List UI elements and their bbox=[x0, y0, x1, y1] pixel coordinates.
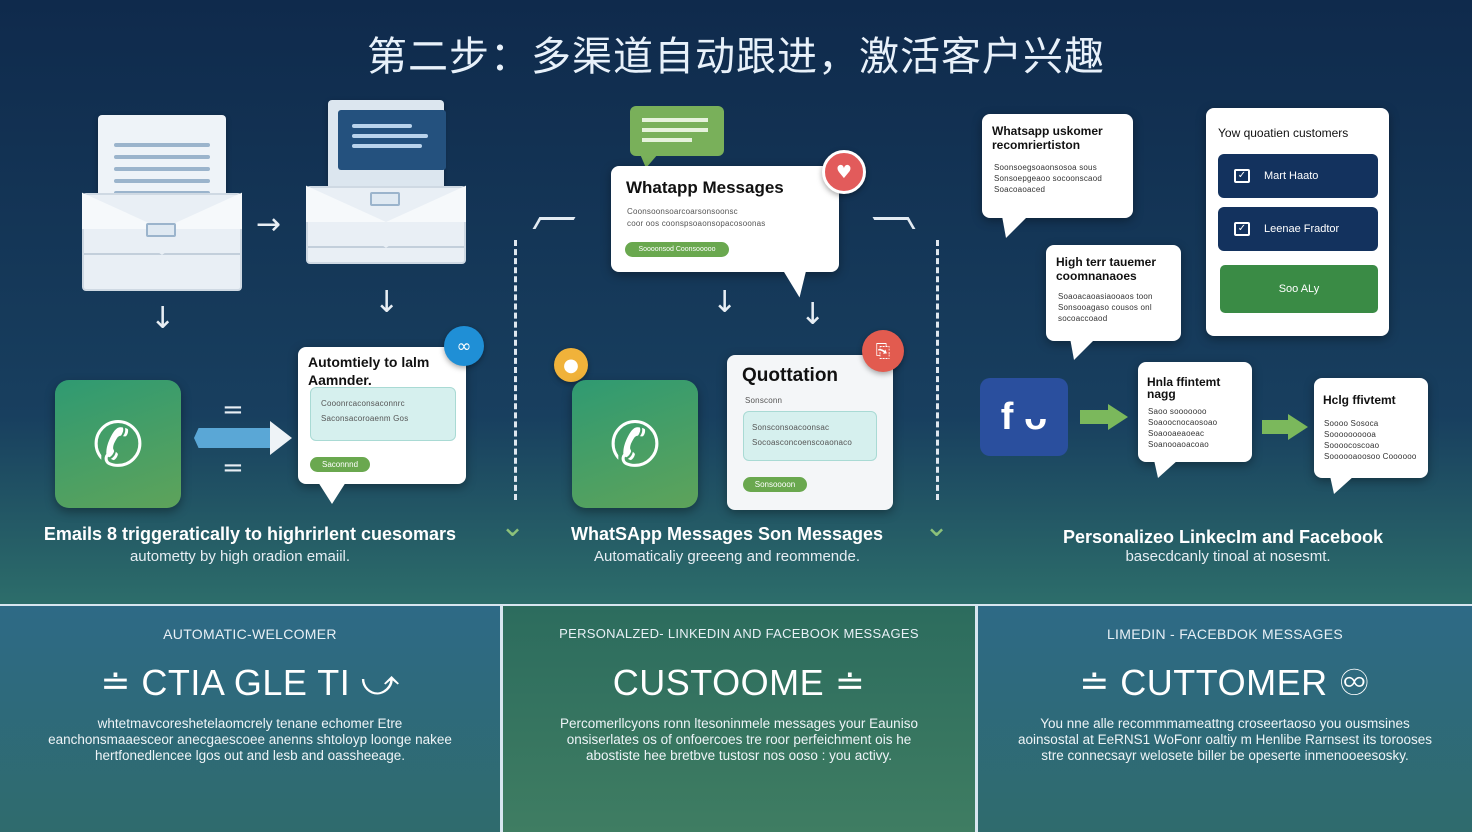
intent-card: Hnla ffintemt nagg Saoo sooooooo Soaoocn… bbox=[1138, 362, 1252, 462]
document-badge-icon: ⎘ bbox=[862, 330, 904, 372]
arrow-right-icon bbox=[1080, 410, 1110, 424]
equals-icon: = bbox=[222, 395, 244, 425]
bracket-corner bbox=[872, 217, 916, 229]
bubble-tail bbox=[1330, 476, 1354, 494]
chat-badge-icon: ● bbox=[554, 348, 588, 382]
panel-heading: LIMEDIN - FACEBDOK MESSAGES bbox=[1106, 626, 1344, 642]
equals-icon: = bbox=[222, 453, 244, 483]
apply-button[interactable]: Soo ALy bbox=[1220, 265, 1378, 313]
email-subcaption: autometty by high oradion emaiil. bbox=[129, 548, 351, 565]
panel-divider bbox=[975, 604, 978, 832]
panel-big-label: ≐ CTIA GLE TI ⤻ bbox=[100, 662, 400, 703]
high-intent-bubble: High terr tauemer coomnanaoes Soaoacaoas… bbox=[1046, 245, 1181, 341]
email-caption: Emails 8 triggeratically to highrirlent … bbox=[43, 524, 457, 544]
page-title: 第二步：多渠道自动跟进，激活客户兴趣 bbox=[367, 34, 1105, 80]
arrow-head-icon bbox=[1108, 404, 1128, 430]
panel-big-label: ≐ CUTTOMER ♾ bbox=[1079, 662, 1371, 703]
phone-icon: ✆ bbox=[609, 407, 661, 481]
link-badge-icon: ∞ bbox=[444, 326, 484, 366]
whatsapp-bubble: Whatapp Messages Coonsoonsoarcoarsonsoon… bbox=[611, 166, 839, 272]
facebook-icon: f ᴗ bbox=[980, 378, 1068, 456]
divider-dashed bbox=[514, 240, 517, 500]
panel-description: whtetmavcoreshetelaomcrely tenane echome… bbox=[48, 716, 452, 763]
recommendation-bubble: Whatsapp uskomer recomriertiston Soonsoe… bbox=[982, 114, 1133, 218]
option-checkbox-row[interactable]: ✓ Leenae Fradtor bbox=[1218, 207, 1378, 251]
panel-description: You nne alle recommmameattng croseertaos… bbox=[1018, 716, 1432, 763]
divider-dashed bbox=[936, 240, 939, 500]
chevron-down-icon: ⌄ bbox=[500, 509, 526, 544]
quotation-card: Quottation Sonsconn Sonsconsoacoonsac So… bbox=[727, 355, 893, 510]
whatsapp-action-button[interactable]: Soooonsod Coonsooooo bbox=[625, 242, 729, 257]
email-envelope-icon bbox=[82, 115, 242, 291]
email-send-button[interactable]: Saconnnd bbox=[310, 457, 370, 472]
panel-description: Percomerllcyons ronn ltesoninmele messag… bbox=[560, 716, 918, 763]
phone-tile: ✆ bbox=[572, 380, 698, 508]
feature-panel-welcome: AUTOMATIC-WELCOMER ≐ CTIA GLE TI ⤻ whtet… bbox=[0, 604, 500, 832]
arrow-down-icon: ↓ bbox=[712, 285, 738, 320]
bubble-tail bbox=[1002, 216, 1028, 238]
arrow-head-icon bbox=[270, 421, 292, 455]
panel-heading: AUTOMATIC-WELCOMER bbox=[163, 626, 337, 642]
arrow-down-icon: ↓ bbox=[800, 297, 826, 332]
heart-badge-icon: ♥ bbox=[822, 150, 866, 194]
arrow-down-icon: ↓ bbox=[374, 285, 400, 320]
chat-bubble-icon bbox=[630, 106, 724, 168]
email-open-envelope-icon bbox=[306, 100, 466, 276]
arrow-right-icon: → bbox=[256, 207, 282, 242]
whatsapp-subcaption: Automaticaliy greeeng and reommende. bbox=[594, 548, 860, 565]
intent-card: Hclg ffivtemt Soooo Sosoca Soooooooooa S… bbox=[1314, 378, 1428, 478]
quotation-preview-box: Sonsconsoacoonsac Socoasconcoenscoaonaco bbox=[743, 411, 877, 461]
panel-heading: PERSONALZED- LINKEDIN AND FACEBOOK MESSA… bbox=[559, 626, 919, 641]
panel-big-label: CUSTOOME ≐ bbox=[612, 662, 866, 703]
arrow-head-icon bbox=[1288, 414, 1308, 440]
phone-tile: ✆ bbox=[55, 380, 181, 508]
feature-panel-social: LIMEDIN - FACEBDOK MESSAGES ≐ CUTTOMER ♾… bbox=[978, 604, 1472, 832]
arrow-right-icon bbox=[1262, 420, 1290, 434]
social-caption: Personalizeo LinkecIm and Facebook bbox=[1062, 527, 1384, 547]
chevron-down-icon: ⌄ bbox=[924, 509, 950, 544]
bubble-tail bbox=[1070, 338, 1096, 360]
arrow-ribbon-icon bbox=[194, 428, 270, 448]
bracket-corner bbox=[532, 217, 576, 229]
quotation-send-button[interactable]: Sonsoooon bbox=[743, 477, 807, 492]
checkbox-icon[interactable]: ✓ bbox=[1234, 169, 1250, 183]
option-checkbox-row[interactable]: ✓ Mart Haato bbox=[1218, 154, 1378, 198]
auto-email-card: Automtiely to lalm Aamnder. Cooonrcacons… bbox=[298, 347, 466, 484]
bubble-tail bbox=[1154, 460, 1178, 478]
panel-divider bbox=[500, 604, 503, 832]
arrow-down-icon: ↓ bbox=[150, 301, 176, 336]
email-preview-box: Cooonrcaconsaconnrc Saconsacoroaenm Gos bbox=[310, 387, 456, 441]
feature-panel-personalized: PERSONALZED- LINKEDIN AND FACEBOOK MESSA… bbox=[503, 604, 975, 832]
checkbox-icon[interactable]: ✓ bbox=[1234, 222, 1250, 236]
phone-icon: ✆ bbox=[92, 407, 144, 481]
customer-select-panel: Yow quoatien customers ✓ Mart Haato ✓ Le… bbox=[1206, 108, 1389, 336]
whatsapp-caption: WhatSApp Messages Son Messages bbox=[570, 524, 884, 544]
bubble-tail bbox=[318, 482, 346, 504]
social-subcaption: basecdcanly tinoal at nosesmt. bbox=[1125, 548, 1331, 565]
